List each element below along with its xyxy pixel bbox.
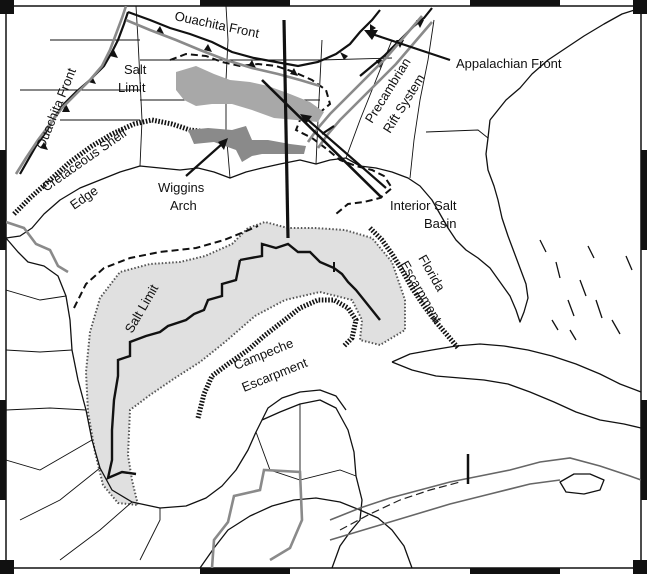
coastline-atlantic bbox=[489, 7, 641, 121]
label-salt-limit-north-1: Salt bbox=[124, 62, 147, 77]
appalachian-arrowhead bbox=[364, 30, 378, 40]
coastline-yucatan-north bbox=[261, 389, 347, 421]
western-rift-line bbox=[14, 6, 128, 175]
guatemala-border bbox=[210, 468, 304, 568]
mexico-us-border bbox=[6, 220, 69, 274]
salt-basin-dotted-outline bbox=[84, 220, 406, 507]
coastline-cuba bbox=[391, 343, 641, 429]
label-interior-salt-1: Interior Salt bbox=[390, 198, 457, 213]
caribbean-plate-boundary bbox=[329, 457, 641, 521]
cross-section-line bbox=[282, 19, 290, 239]
interior-salt-basin-pointer bbox=[307, 119, 387, 189]
label-wiggins-1: Wiggins bbox=[158, 180, 205, 195]
campeche-escarpment bbox=[195, 297, 359, 419]
coastline-jamaica bbox=[559, 473, 605, 495]
ouachita-front-barbs bbox=[40, 24, 376, 150]
label-salt-limit-north-2: Limit bbox=[118, 80, 146, 95]
bahamas-islands bbox=[539, 239, 633, 341]
wiggins-arch-pointer bbox=[185, 143, 223, 177]
label-appalachian-front: Appalachian Front bbox=[456, 56, 562, 71]
coastline-central-america bbox=[199, 497, 413, 568]
precambrian-rift-system bbox=[306, 15, 423, 143]
grey-line-north bbox=[125, 18, 321, 88]
interior-salt-arrowhead bbox=[300, 114, 312, 124]
precambrian-pointer bbox=[321, 125, 335, 135]
label-wiggins-2: Arch bbox=[170, 198, 197, 213]
label-interior-salt-2: Basin bbox=[424, 216, 457, 231]
caribbean-fault-lower bbox=[329, 479, 561, 541]
salt-basin-area bbox=[86, 222, 405, 505]
coastline-gulf bbox=[6, 119, 529, 323]
wiggins-arch-shape bbox=[188, 126, 306, 162]
florida-escarpment bbox=[368, 226, 460, 350]
ouachita-front-line bbox=[19, 9, 381, 175]
coastline-mexico-east bbox=[6, 237, 363, 568]
appalachian-front-pointer bbox=[371, 32, 451, 62]
oblique-section-line bbox=[261, 79, 383, 199]
salt-limit-south bbox=[73, 225, 259, 309]
salt-limit-staircase bbox=[106, 242, 381, 481]
wiggins-arrowhead bbox=[218, 138, 228, 150]
caribbean-fault-dashed bbox=[339, 481, 461, 531]
salt-limit-staircase-teeth bbox=[117, 244, 335, 376]
